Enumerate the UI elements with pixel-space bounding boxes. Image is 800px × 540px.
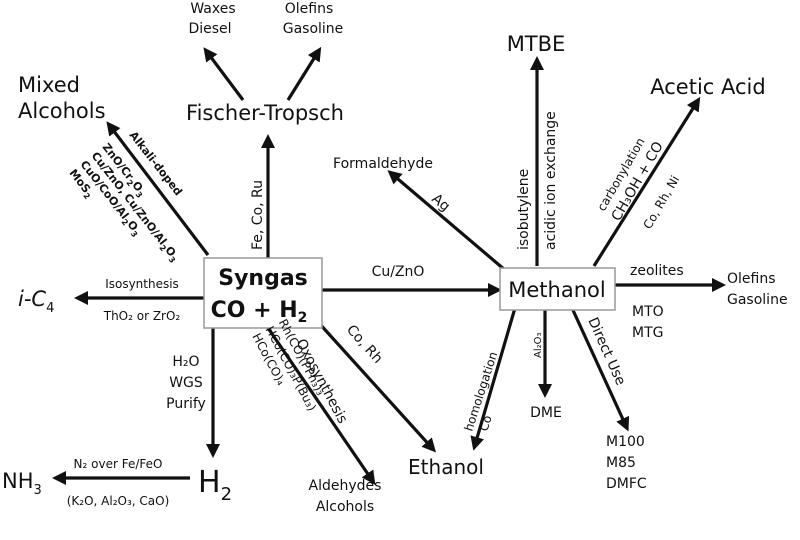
co-homologation-label: Co (477, 414, 495, 433)
methanol-label: Methanol (508, 278, 605, 302)
diesel-label: Diesel (188, 21, 231, 37)
arrow-methanol-to-formaldehyde (387, 170, 507, 272)
arrow-methanol-to-ethanol (470, 307, 517, 451)
olefins-ft-label: Olefins (285, 1, 334, 17)
alcohols-label: Alcohols (316, 499, 374, 515)
cu-zno-arrow-label: Cu/ZnO (372, 264, 425, 280)
fischer-tropsch-label: Fischer-Tropsch (186, 101, 344, 125)
co-rh-label: Co, Rh (343, 322, 386, 367)
arrow-syngas-to-aldehydes (266, 327, 376, 485)
syngas-label: Syngas (218, 266, 308, 291)
ag-label: Ag (428, 191, 452, 215)
ethanol-label: Ethanol (408, 455, 484, 479)
isobutylene-label: isobutylene (516, 169, 532, 250)
methanol-box (499, 267, 616, 311)
syngas-formula: CO + H2 (211, 298, 308, 326)
i-c4-label: i-C4 (18, 287, 54, 316)
gasoline-ft-label: Gasoline (283, 21, 344, 37)
acidic-ion-exchange-label: acidic ion exchange (543, 111, 559, 250)
gasoline-methanol-label: Gasoline (727, 292, 788, 308)
arrow-syngas-to-mixed-alcohols (106, 121, 210, 256)
formaldehyde-label: Formaldehyde (333, 156, 433, 172)
arrow-syngas-to-ethanol (316, 320, 437, 453)
arrow-ft-to-waxes-diesel (203, 47, 245, 101)
promoters-label: (K₂O, Al₂O₃, CaO) (67, 494, 170, 508)
nh3-label: NH3 (2, 469, 42, 498)
mto-label: MTO (632, 304, 664, 320)
mtbe-label: MTBE (507, 32, 566, 56)
mtg-label: MTG (632, 325, 663, 341)
h2o-label: H₂O (172, 354, 199, 370)
arrow-methanol-to-direct-use (570, 307, 630, 432)
zeolites-label: zeolites (630, 263, 684, 279)
dmfc-label: DMFC (606, 476, 647, 492)
h2-label: H2 (198, 465, 232, 505)
n2-over-fe-label: N₂ over Fe/FeO (74, 457, 163, 471)
m100-label: M100 (606, 434, 645, 450)
fe-co-ru-label: Fe, Co, Ru (250, 180, 266, 250)
arrow-ft-to-olefins-gasoline (286, 46, 322, 101)
olefins-methanol-label: Olefins (727, 271, 776, 287)
waxes-label: Waxes (190, 1, 235, 17)
arrow-methanol-to-acetic-acid (592, 96, 701, 267)
tho2-zro2-label: ThO₂ or ZrO₂ (103, 309, 181, 323)
aldehydes-label: Aldehydes (309, 478, 382, 494)
purify-label: Purify (166, 396, 206, 412)
acetic-acid-label: Acetic Acid (650, 75, 765, 99)
mixed-alcohols-line2: Alcohols (18, 99, 106, 123)
m85-label: M85 (606, 455, 636, 471)
dme-label: DME (530, 405, 562, 421)
mixed-alcohols-line1: Mixed (18, 73, 80, 97)
syngas-box (203, 257, 323, 329)
isosynthesis-label: Isosynthesis (105, 277, 179, 291)
al2o3-label: Al₂O₃ (533, 332, 544, 358)
wgs-label: WGS (169, 375, 203, 391)
